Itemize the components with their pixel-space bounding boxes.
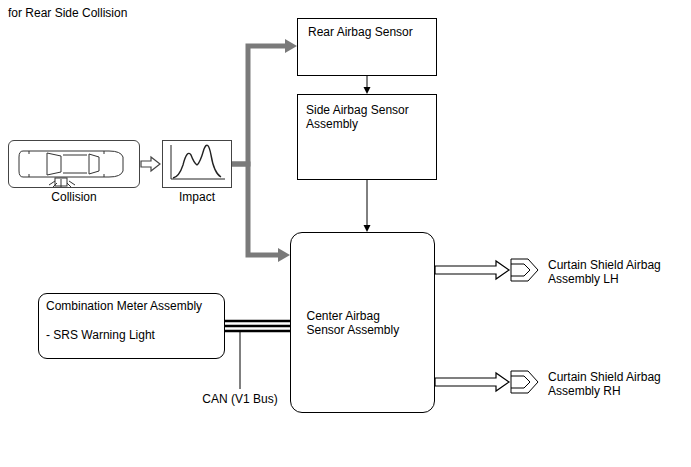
car-top-view	[9, 141, 139, 187]
impact-graph: Impact	[162, 140, 232, 188]
bus-label: CAN (V1 Bus)	[200, 392, 279, 406]
leader-line	[240, 332, 241, 389]
signal-arrow	[232, 164, 290, 262]
illustration-caption: Impact	[143, 190, 251, 204]
airbag-connector: Curtain Shield Airbag Assembly RH	[510, 368, 540, 396]
box-title: Combination Meter Assembly	[46, 299, 217, 313]
box-item: - SRS Warning Light	[46, 328, 217, 342]
illustration-caption: Collision	[0, 190, 159, 204]
airbag-label: Curtain Shield Airbag Assembly RH	[548, 370, 682, 398]
can-bus-line	[225, 321, 290, 389]
box-title: Center Airbag Sensor Assembly	[307, 309, 419, 337]
meter-box: Combination Meter Assembly - SRS Warning …	[38, 293, 225, 359]
box-title: Rear Airbag Sensor	[308, 25, 426, 39]
signal-arrow	[364, 76, 371, 94]
airbag-label: Curtain Shield Airbag Assembly LH	[548, 258, 682, 286]
signal-arrow	[435, 261, 509, 279]
sensor-box: Side Airbag Sensor Assembly	[297, 94, 437, 180]
signal-arrow	[435, 373, 509, 391]
signal-arrow	[364, 180, 371, 232]
box-title: Side Airbag Sensor Assembly	[306, 103, 416, 131]
airbag-connector: Curtain Shield Airbag Assembly LH	[510, 256, 540, 284]
collision-illustration: Collision	[8, 140, 140, 188]
connector-symbol	[510, 368, 540, 396]
sensor-box: Rear Airbag Sensor	[297, 18, 437, 76]
signal-arrow	[232, 39, 297, 164]
diagram-title: for Rear Side Collision	[8, 6, 127, 20]
ecu-box: Center Airbag Sensor Assembly	[290, 232, 435, 413]
connector-symbol	[510, 256, 540, 284]
signal-arrow	[141, 157, 160, 171]
impact-waveform	[163, 141, 231, 187]
